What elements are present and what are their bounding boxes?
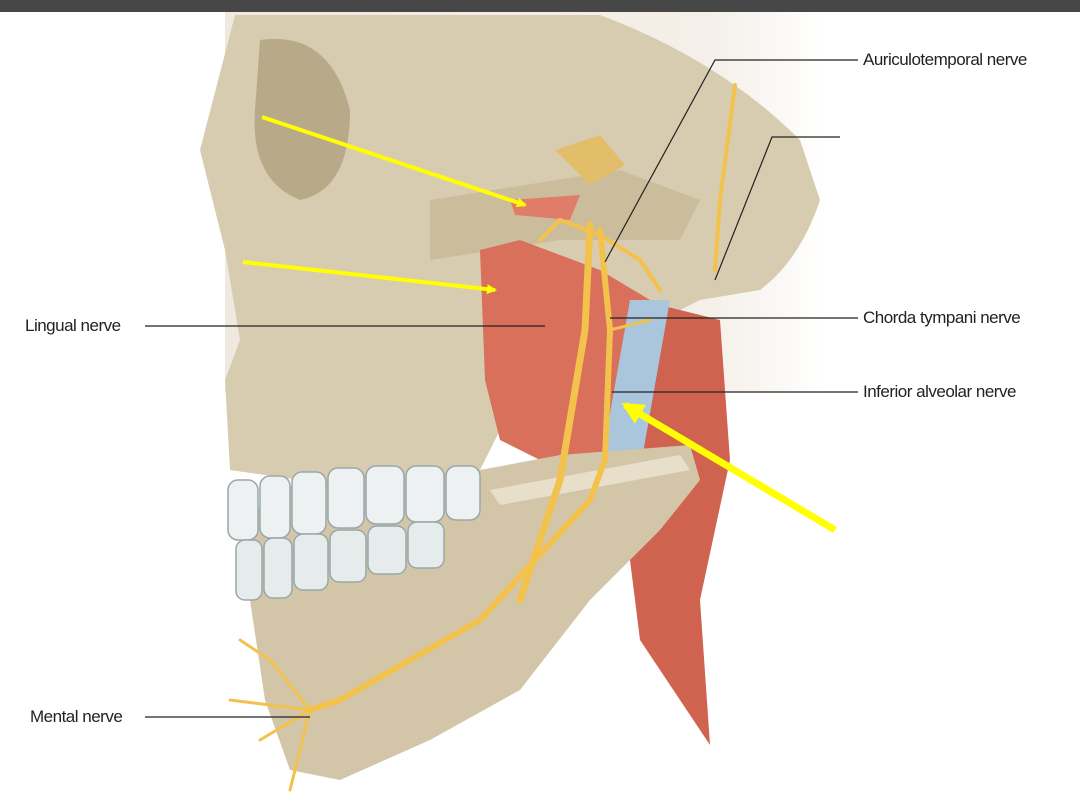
leader-lines [145, 59, 858, 718]
lower-teeth [235, 521, 445, 601]
arrow-to-medial-pterygoid [242, 260, 497, 295]
nerves [228, 83, 737, 792]
lateral-pterygoid [510, 195, 580, 220]
maxillary-vessel [600, 300, 670, 470]
arrow-to-lateral-pterygoid [261, 115, 527, 208]
arrow-to-inferior-alveolar [621, 401, 837, 534]
articular-fossa [555, 135, 625, 185]
label-mental-nerve: Mental nerve [30, 707, 123, 726]
mandible [240, 445, 700, 780]
label-auriculotemporal-nerve: Auriculotemporal nerve [863, 50, 1027, 69]
top-bar [0, 0, 1080, 12]
label-inferior-alveolar-nerve: Inferior alveolar nerve [863, 382, 1016, 401]
orbit [254, 38, 350, 201]
label-chorda-tympani-nerve: Chorda tympani nerve [863, 308, 1021, 327]
label-lingual-nerve: Lingual nerve [25, 316, 121, 335]
mandible-ramus-cut [490, 455, 690, 505]
upper-teeth [227, 465, 481, 541]
